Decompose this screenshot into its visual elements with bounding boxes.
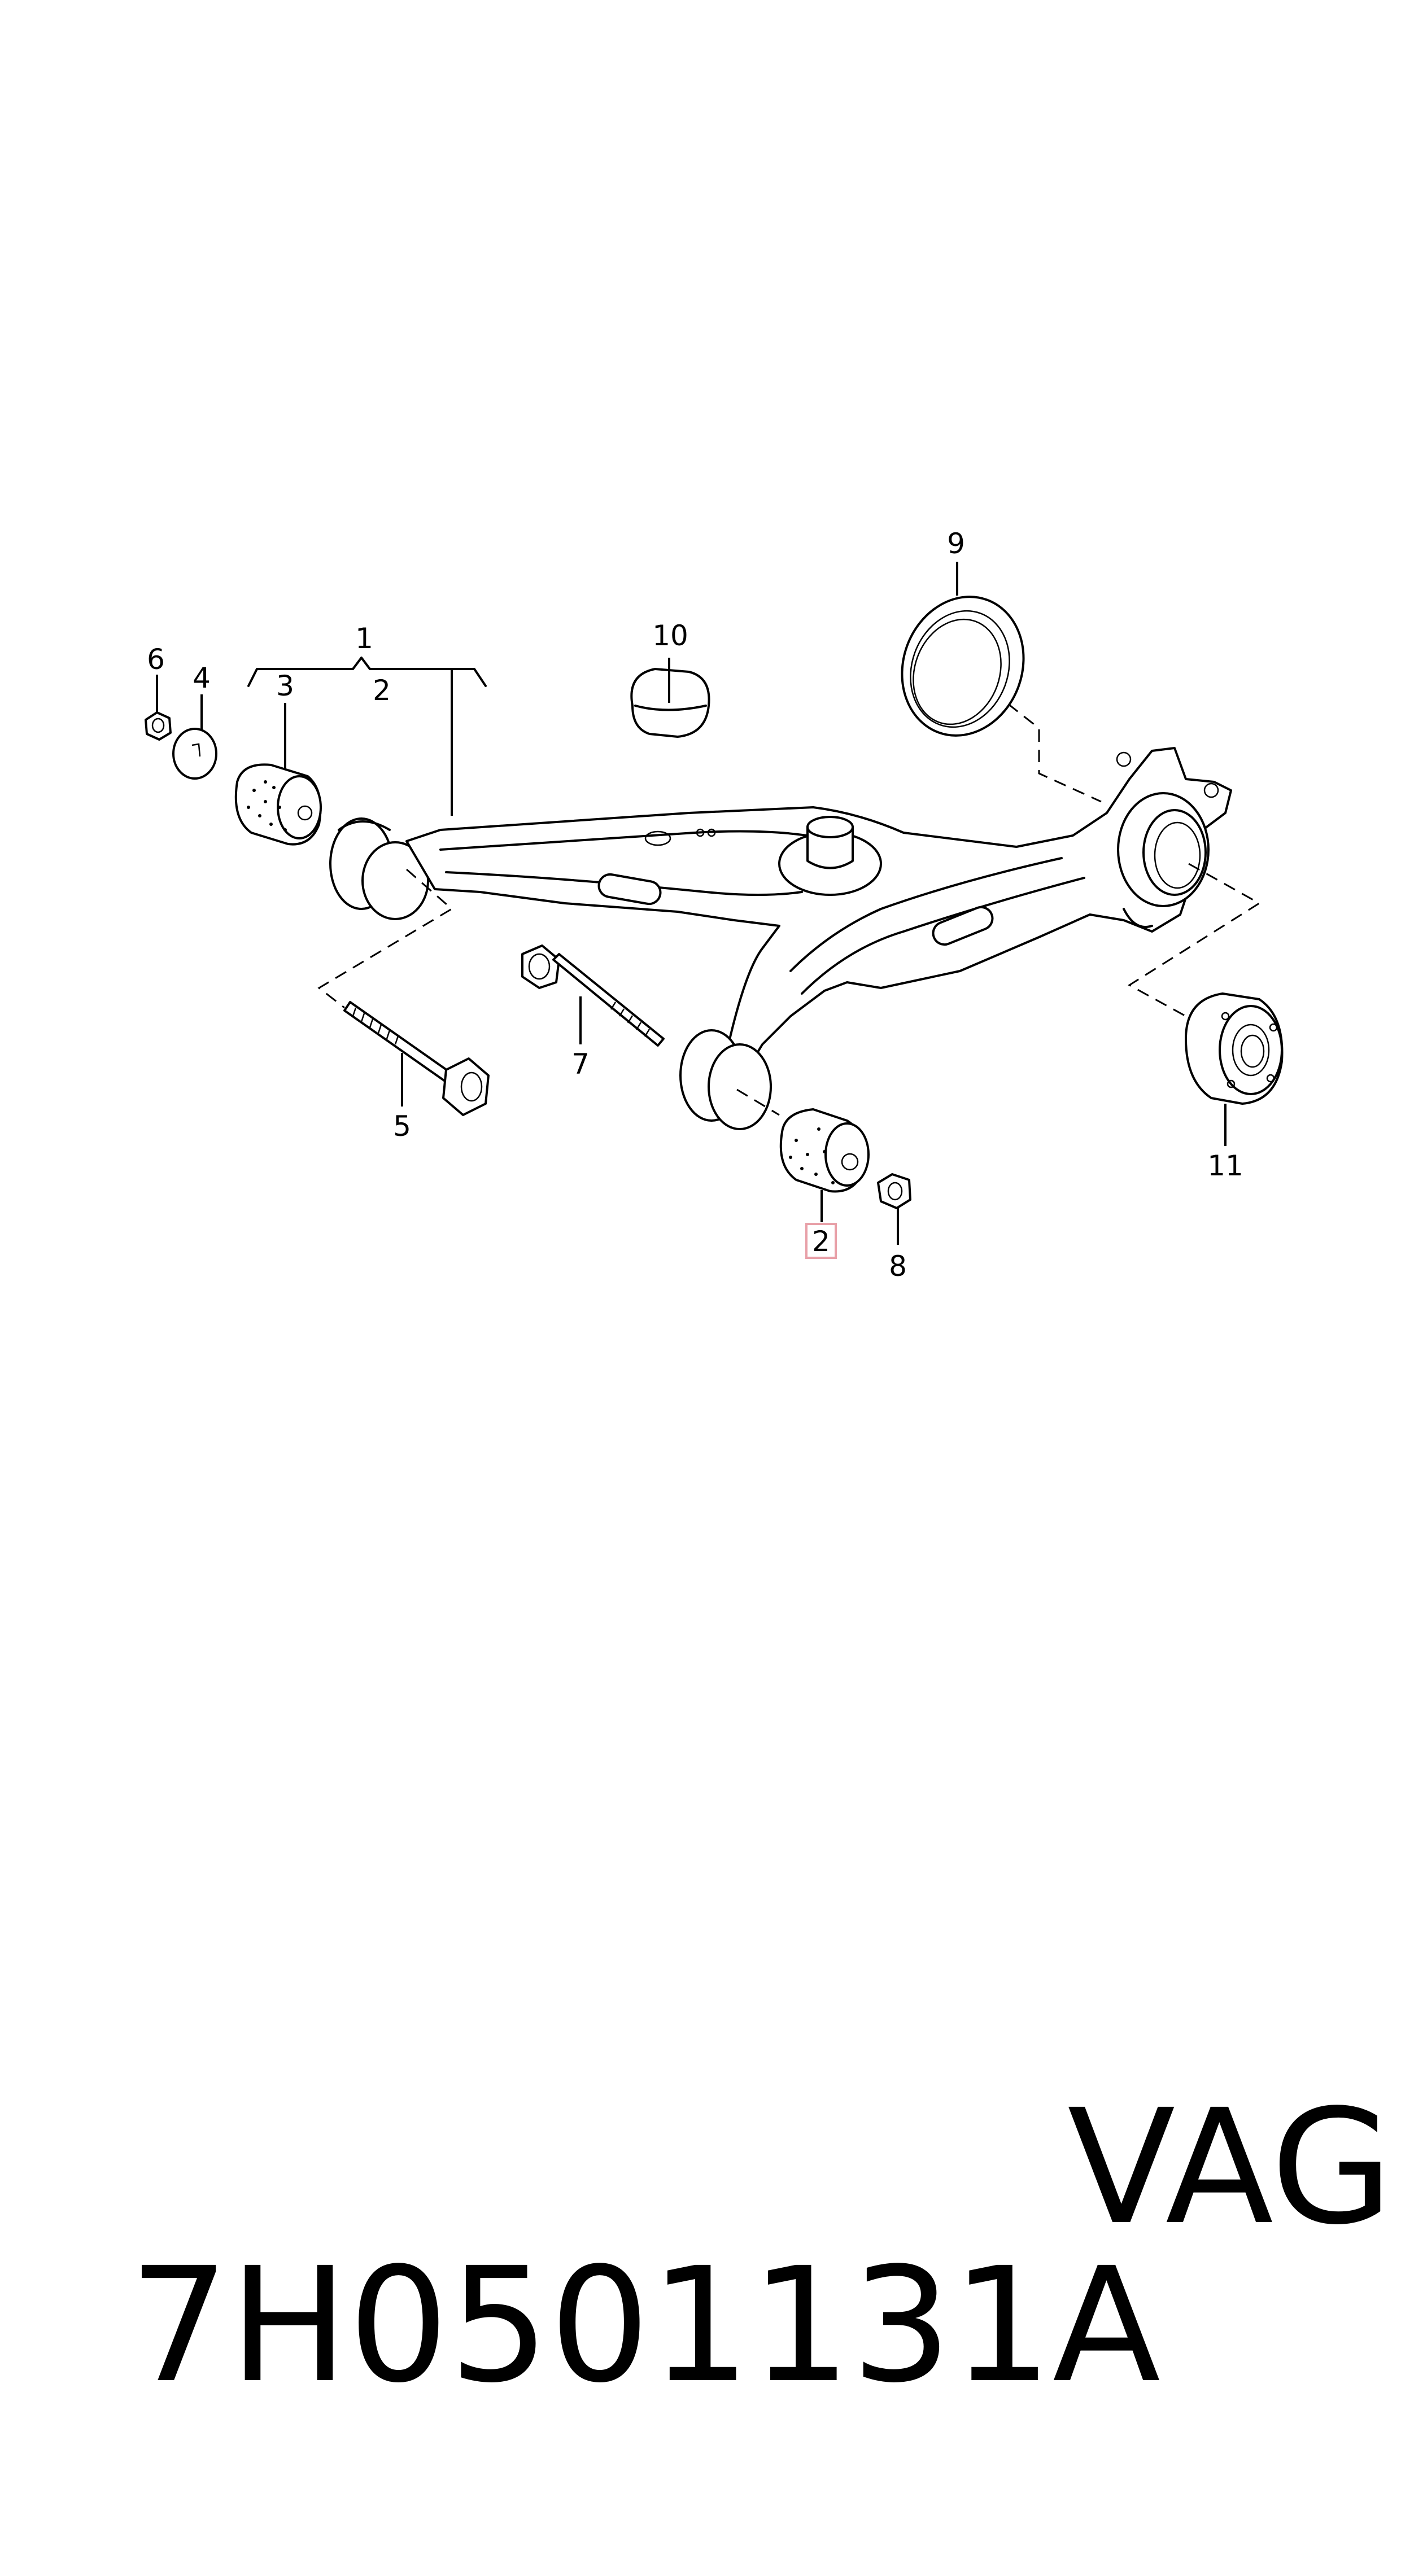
callout-2-highlight-box [805, 1223, 837, 1259]
washer-4 [172, 694, 217, 780]
caption: 7H0501131A VAG [28, 2089, 1393, 2563]
wishbone-arm [329, 747, 1232, 1130]
callout-3: 3 [276, 670, 294, 702]
callout-10: 10 [652, 619, 688, 652]
ring-9 [901, 562, 1025, 737]
brand-label: VAG [1067, 2076, 1394, 2260]
nut-8 [877, 1173, 911, 1245]
exploded-parts-diagram: 1 2 6 4 3 [145, 527, 1284, 1283]
callout-2-top: 2 [373, 674, 391, 707]
bolt-7 [521, 944, 665, 1047]
nut-6 [145, 675, 172, 741]
bushing-3 [234, 703, 322, 846]
callout-4: 4 [193, 662, 211, 694]
part-number: 7H0501131A [129, 2234, 1161, 2418]
callout-9: 9 [947, 527, 965, 560]
bolt-5 [343, 1001, 490, 1116]
callout-11: 11 [1207, 1149, 1243, 1182]
callout-6: 6 [147, 643, 165, 676]
bushing-2 [779, 1108, 870, 1222]
group-bracket [247, 657, 487, 816]
callout-8: 8 [889, 1250, 907, 1283]
callout-1: 1 [355, 622, 373, 655]
wheel-hub-11 [1185, 992, 1284, 1146]
plug-10 [630, 658, 710, 738]
callout-2-bottom[interactable]: 2 [812, 1225, 830, 1258]
callout-5: 5 [393, 1110, 411, 1143]
callout-7: 7 [571, 1048, 590, 1081]
